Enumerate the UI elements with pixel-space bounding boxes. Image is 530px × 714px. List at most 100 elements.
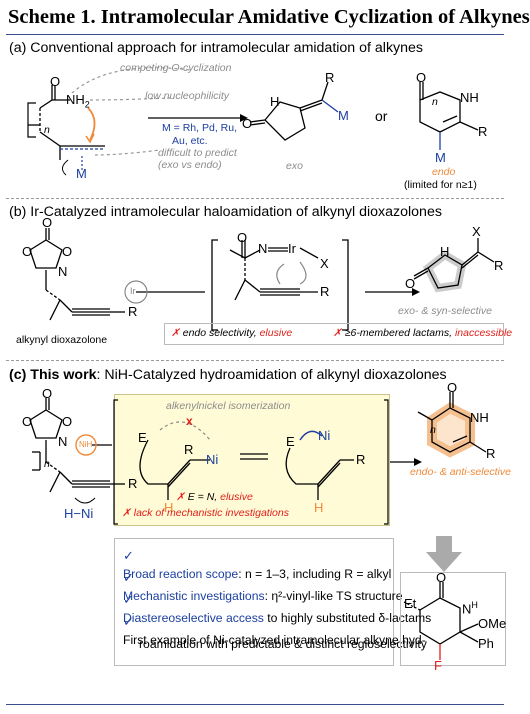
ir-catalyst-icon: Ir — [130, 286, 136, 296]
summary-2-rest: : η²-vinyl-like TS structure — [264, 589, 403, 603]
difficult-label: difficult to predict — [158, 147, 237, 159]
summary-line-5: roamidation with predictable & distinct … — [139, 635, 427, 653]
e-eq-n-text: E = N, — [187, 491, 221, 503]
summary-line-1: ✓ Broad reaction scope: n = 1–3, includi… — [123, 547, 393, 583]
mech2-H: H — [314, 500, 324, 515]
b-prod-X: X — [472, 224, 481, 239]
summary-line-3: ✓ Diastereoselective access to highly su… — [123, 591, 431, 627]
check-icon: ✓ — [123, 570, 134, 585]
summary-line-4: ✓ First example of Ni-catalyzed intramol… — [123, 613, 426, 649]
exo-syn-label: exo- & syn-selective — [398, 305, 492, 317]
bottom-rule — [6, 704, 504, 705]
endo-label: endo — [432, 166, 456, 178]
limitation-2: ✗ ≥6-membered lactams, inaccessible — [333, 327, 512, 339]
final-NH: NH — [462, 600, 478, 616]
b-prod-R: R — [494, 258, 504, 273]
e-eq-n-line: ✗ E = N, elusive — [176, 491, 253, 503]
lack-line: ✗ lack of mechanistic investigations — [122, 507, 289, 519]
dioxazolone-O-left: O — [22, 244, 33, 259]
c-substrate-R: R — [128, 476, 138, 491]
c-n-label: n — [44, 458, 50, 470]
endo-M-label: M — [435, 150, 446, 165]
section-b-structures — [29, 228, 495, 331]
summary-1-rest: : n = 1–3, including R = alkyl — [238, 567, 392, 581]
section-b-heading: (b) Ir-Catalyzed intramolecular haloamid… — [9, 204, 442, 220]
mech1-E: E — [138, 430, 147, 445]
summary-box: ✓ Broad reaction scope: n = 1–3, includi… — [114, 538, 431, 666]
summary-5-rest: roamidation with predictable & distinct … — [139, 637, 427, 651]
check-icon: ✓ — [123, 548, 134, 563]
exo-M-label: M — [338, 108, 349, 123]
endo-R-label: R — [478, 124, 488, 139]
exo-R-label: R — [325, 70, 335, 85]
final-OMe: OMe — [478, 616, 507, 631]
mech2-E: E — [286, 434, 295, 449]
b-int-Ir: Ir — [288, 241, 296, 256]
section-c-heading-rest: : NiH-Catalyzed hydroamidation of alkyny… — [96, 367, 447, 383]
metals-line2: Au, etc. — [172, 135, 208, 147]
dioxazolone-O-top: O — [42, 215, 53, 230]
n-label-endo: n — [432, 96, 438, 108]
check-icon: ✓ — [123, 614, 134, 629]
b-int-X: X — [320, 256, 329, 271]
limited-label: (limited for n≥1) — [404, 179, 477, 191]
dioxazolone-O-right: O — [62, 244, 73, 259]
final-N: N — [462, 601, 472, 617]
n-label-a: n — [44, 124, 50, 136]
limitation-2-inaccessible: inaccessible — [454, 327, 513, 339]
c-prod-R: R — [486, 446, 496, 461]
exo-NH-label: H — [270, 94, 280, 109]
cross-icon: ✗ — [171, 327, 180, 339]
low-nuc-label: low nucleophilicity — [145, 90, 230, 102]
e-eq-n-elusive: elusive — [220, 491, 253, 503]
b-int-R: R — [320, 284, 330, 299]
exo-label: exo — [286, 160, 303, 172]
section-a-structures — [27, 67, 479, 176]
summary-2-highlight: Mechanistic investigations — [123, 589, 265, 603]
final-O: O — [436, 570, 447, 585]
endo-O-label: O — [416, 70, 427, 85]
c-dioxazolone-N: N — [58, 434, 68, 449]
b-int-O: O — [237, 230, 248, 245]
mech1-H: H — [164, 500, 174, 515]
c-dioxazolone-O-right: O — [62, 414, 73, 429]
section-c-heading: (c) This work: NiH-Catalyzed hydroamidat… — [9, 367, 447, 383]
cross-icon: ✗ — [176, 491, 185, 503]
c-dioxazolone-O-left: O — [22, 414, 33, 429]
or-label: or — [375, 108, 388, 124]
cross-icon: ✗ — [333, 327, 342, 339]
mech2-R: R — [356, 452, 366, 467]
summary-3-rest: to highly substituted δ-lactams — [263, 611, 432, 625]
limitation-1-text: endo selectivity, — [182, 327, 260, 339]
mech1-Ni: Ni — [206, 452, 219, 467]
b-prod-O: O — [405, 276, 416, 291]
nih-catalyst-icon: NiH — [79, 440, 93, 449]
amide-NH2-label: NH2 — [66, 92, 90, 110]
limitation-1-elusive: elusive — [259, 327, 293, 339]
endo-anti-label: endo- & anti-selective — [410, 466, 511, 478]
mech1-R: R — [184, 442, 194, 457]
summary-line-2: ✓ Mechanistic investigations: η²-vinyl-l… — [123, 569, 403, 605]
scheme-title: Scheme 1. Intramolecular Amidative Cycli… — [8, 6, 530, 28]
title-rule — [6, 34, 504, 35]
limitation-1: ✗ endo selectivity, elusive — [171, 327, 292, 339]
alkynyl-dioxazolone-label: alkynyl dioxazolone — [16, 334, 108, 346]
c-dioxazolone-O-top: O — [42, 386, 53, 401]
divider-a-b — [6, 198, 504, 199]
final-Et: Et — [404, 596, 417, 611]
final-Ph: Ph — [478, 636, 494, 651]
c-prod-O: O — [447, 380, 458, 395]
subscript-2: 2 — [84, 99, 90, 110]
product-box — [400, 572, 506, 666]
b-int-N: N — [258, 241, 268, 256]
limitation-2-text: ≥6-membered lactams, — [344, 327, 455, 339]
amide-O-label: O — [50, 74, 61, 89]
b-substrate-R: R — [128, 304, 138, 319]
summary-1-highlight: Broad reaction scope — [123, 567, 239, 581]
exo-O-label: O — [242, 116, 253, 131]
final-F: F — [434, 658, 442, 673]
b-limitations-box: ✗ endo selectivity, elusive ✗ ≥6-membere… — [164, 323, 512, 345]
c-prod-n: n — [430, 424, 436, 436]
endo-NH-label: NH — [460, 90, 479, 105]
summary-3-highlight: Diastereoselective access — [123, 611, 264, 625]
